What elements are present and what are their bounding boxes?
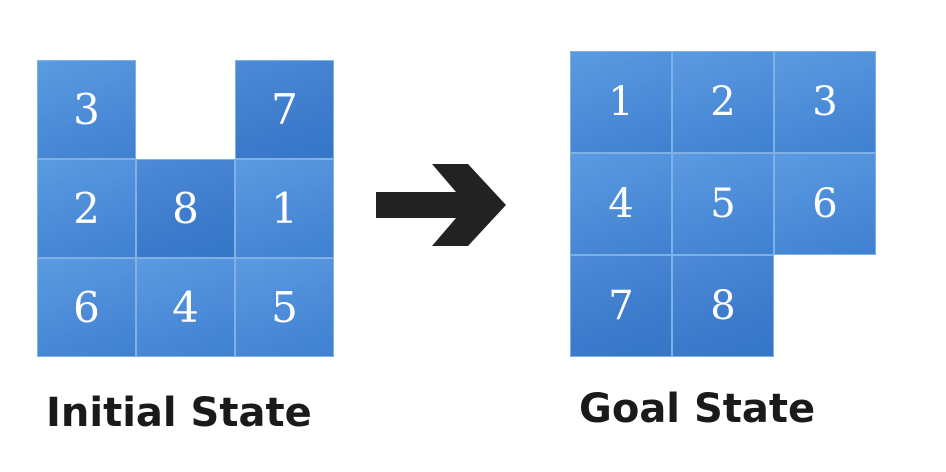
- goal-state-board: 1 2 3 4 5 6 7 8: [570, 51, 876, 357]
- goal-tile-3: 3: [774, 51, 876, 153]
- initial-state-label: Initial State: [46, 390, 312, 436]
- right-arrow-icon: [376, 164, 506, 246]
- initial-tile-1: 1: [235, 159, 334, 258]
- initial-tile-2: 2: [37, 159, 136, 258]
- goal-tile-4: 4: [570, 153, 672, 255]
- goal-tile-5: 5: [672, 153, 774, 255]
- initial-tile-7: 7: [235, 60, 334, 159]
- goal-tile-7: 7: [570, 255, 672, 357]
- initial-tile-5: 5: [235, 258, 334, 357]
- initial-tile-4: 4: [136, 258, 235, 357]
- goal-state-label: Goal State: [579, 386, 816, 432]
- goal-tile-8: 8: [672, 255, 774, 357]
- initial-state-board: 3 7 2 8 1 6 4 5: [37, 60, 334, 357]
- initial-tile-8: 8: [136, 159, 235, 258]
- goal-tile-6: 6: [774, 153, 876, 255]
- goal-tile-2: 2: [672, 51, 774, 153]
- initial-tile-3: 3: [37, 60, 136, 159]
- goal-tile-1: 1: [570, 51, 672, 153]
- initial-tile-6: 6: [37, 258, 136, 357]
